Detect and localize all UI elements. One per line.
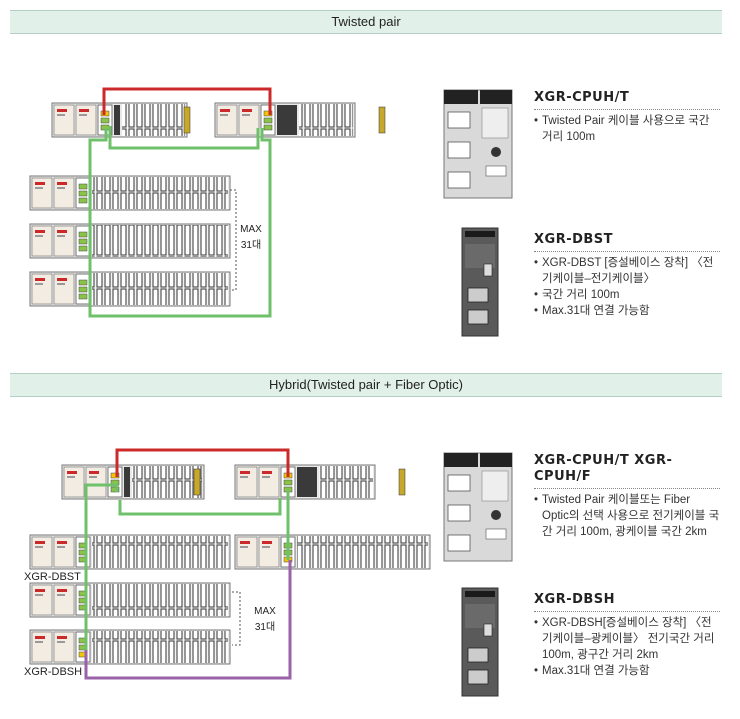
io-slots bbox=[92, 536, 228, 568]
twisted-max-label: MAX 31대 bbox=[234, 222, 268, 254]
twisted-max-text: MAX bbox=[240, 224, 262, 235]
hybrid-max-count: 31대 bbox=[254, 622, 276, 633]
io-slots bbox=[92, 177, 228, 209]
red-cable bbox=[102, 87, 272, 115]
plc-rack bbox=[61, 464, 205, 500]
purple-cable bbox=[84, 560, 292, 680]
power-supply bbox=[236, 466, 258, 498]
power-supply bbox=[53, 536, 75, 568]
io-slots bbox=[122, 104, 185, 136]
io-slots bbox=[132, 466, 202, 498]
plc-rack bbox=[51, 102, 191, 138]
power-supply bbox=[31, 584, 53, 616]
green-cable bbox=[108, 126, 260, 150]
power-supply bbox=[53, 273, 75, 305]
power-supply bbox=[236, 536, 258, 568]
hybrid-max-label: MAX 31대 bbox=[248, 604, 282, 636]
io-slots bbox=[319, 466, 373, 498]
power-supply bbox=[63, 466, 85, 498]
green-cable bbox=[84, 483, 119, 560]
power-supply bbox=[31, 225, 53, 257]
label-xgr-dbsh: XGR-DBSH bbox=[24, 666, 83, 678]
cpu-block bbox=[277, 105, 297, 135]
spec-bullet: XGR-DBSH[증설베이스 장착] 〈전기케이블–광케이블〉 전기국간 거리 … bbox=[534, 615, 720, 663]
spec-bullet: Max.31대 연결 가능함 bbox=[534, 663, 720, 679]
io-slots bbox=[92, 273, 228, 305]
spec-bullet: Twisted Pair 케이블 사용으로 국간 거리 100m bbox=[534, 113, 720, 145]
section-header-hybrid: Hybrid(Twisted pair + Fiber Optic) bbox=[10, 373, 722, 397]
power-supply bbox=[75, 104, 97, 136]
io-slots bbox=[92, 584, 228, 616]
expansion-rack bbox=[29, 223, 231, 259]
expansion-rack bbox=[234, 534, 431, 570]
expansion-rack bbox=[29, 582, 231, 618]
spec-bullet: XGR-DBST [증설베이스 장착] 〈전기케이블–전기케이블〉 bbox=[534, 255, 720, 287]
power-supply bbox=[53, 631, 75, 663]
power-supply bbox=[85, 466, 107, 498]
spec-dbst-title: XGR-DBST bbox=[534, 232, 720, 252]
range-bracket bbox=[232, 591, 241, 646]
spec-cpuh-tf: XGR-CPUH/T XGR-CPUH/F Twisted Pair 케이블또는… bbox=[534, 453, 720, 540]
green-cable bbox=[88, 128, 272, 318]
power-supply bbox=[31, 273, 53, 305]
power-supply bbox=[53, 225, 75, 257]
spec-cpuh-t-title: XGR-CPUH/T bbox=[534, 90, 720, 110]
io-slots bbox=[92, 225, 228, 257]
io-slots bbox=[297, 536, 428, 568]
power-supply bbox=[216, 104, 238, 136]
spec-bullet: Max.31대 연결 가능함 bbox=[534, 303, 720, 319]
power-supply bbox=[53, 104, 75, 136]
expansion-rack bbox=[29, 271, 231, 307]
io-slots bbox=[92, 631, 228, 663]
twisted-max-count: 31대 bbox=[240, 240, 262, 251]
power-supply bbox=[31, 177, 53, 209]
spec-dbsh-title: XGR-DBSH bbox=[534, 592, 720, 612]
spec-bullet: Twisted Pair 케이블또는 Fiber Optic의 선택 사용으로 … bbox=[534, 492, 720, 540]
red-cable bbox=[115, 448, 290, 477]
expansion-rack bbox=[29, 534, 231, 570]
xgr-cpuh-t-image bbox=[443, 89, 513, 199]
io-slots bbox=[299, 104, 353, 136]
plc-rack bbox=[214, 102, 386, 138]
cpu-block bbox=[124, 467, 130, 497]
cpu-block bbox=[114, 105, 120, 135]
spec-bullet: 국간 거리 100m bbox=[534, 287, 720, 303]
spec-dbst: XGR-DBST XGR-DBST [증설베이스 장착] 〈전기케이블–전기케이… bbox=[534, 232, 720, 319]
range-bracket bbox=[230, 189, 237, 291]
hybrid-max-text: MAX bbox=[254, 606, 276, 617]
expansion-rack bbox=[29, 175, 231, 211]
power-supply bbox=[258, 466, 280, 498]
power-supply bbox=[258, 536, 280, 568]
power-supply bbox=[238, 104, 260, 136]
label-xgr-dbst: XGR-DBST bbox=[24, 571, 81, 583]
xgr-dbst-image bbox=[461, 227, 499, 337]
spec-cpuh-tf-title: XGR-CPUH/T XGR-CPUH/F bbox=[534, 453, 720, 489]
xgr-cpuh-tf-image bbox=[443, 452, 513, 562]
power-supply bbox=[31, 631, 53, 663]
power-supply bbox=[31, 536, 53, 568]
xgr-dbsh-image bbox=[461, 587, 499, 697]
expansion-rack bbox=[29, 629, 231, 665]
spec-cpuh-t: XGR-CPUH/T Twisted Pair 케이블 사용으로 국간 거리 1… bbox=[534, 90, 720, 145]
power-supply bbox=[53, 177, 75, 209]
cpu-block bbox=[297, 467, 317, 497]
spec-dbsh: XGR-DBSH XGR-DBSH[증설베이스 장착] 〈전기케이블–광케이블〉… bbox=[534, 592, 720, 679]
section-header-twisted: Twisted pair bbox=[10, 10, 722, 34]
power-supply bbox=[53, 584, 75, 616]
green-cable bbox=[118, 498, 282, 516]
plc-rack bbox=[234, 464, 406, 500]
